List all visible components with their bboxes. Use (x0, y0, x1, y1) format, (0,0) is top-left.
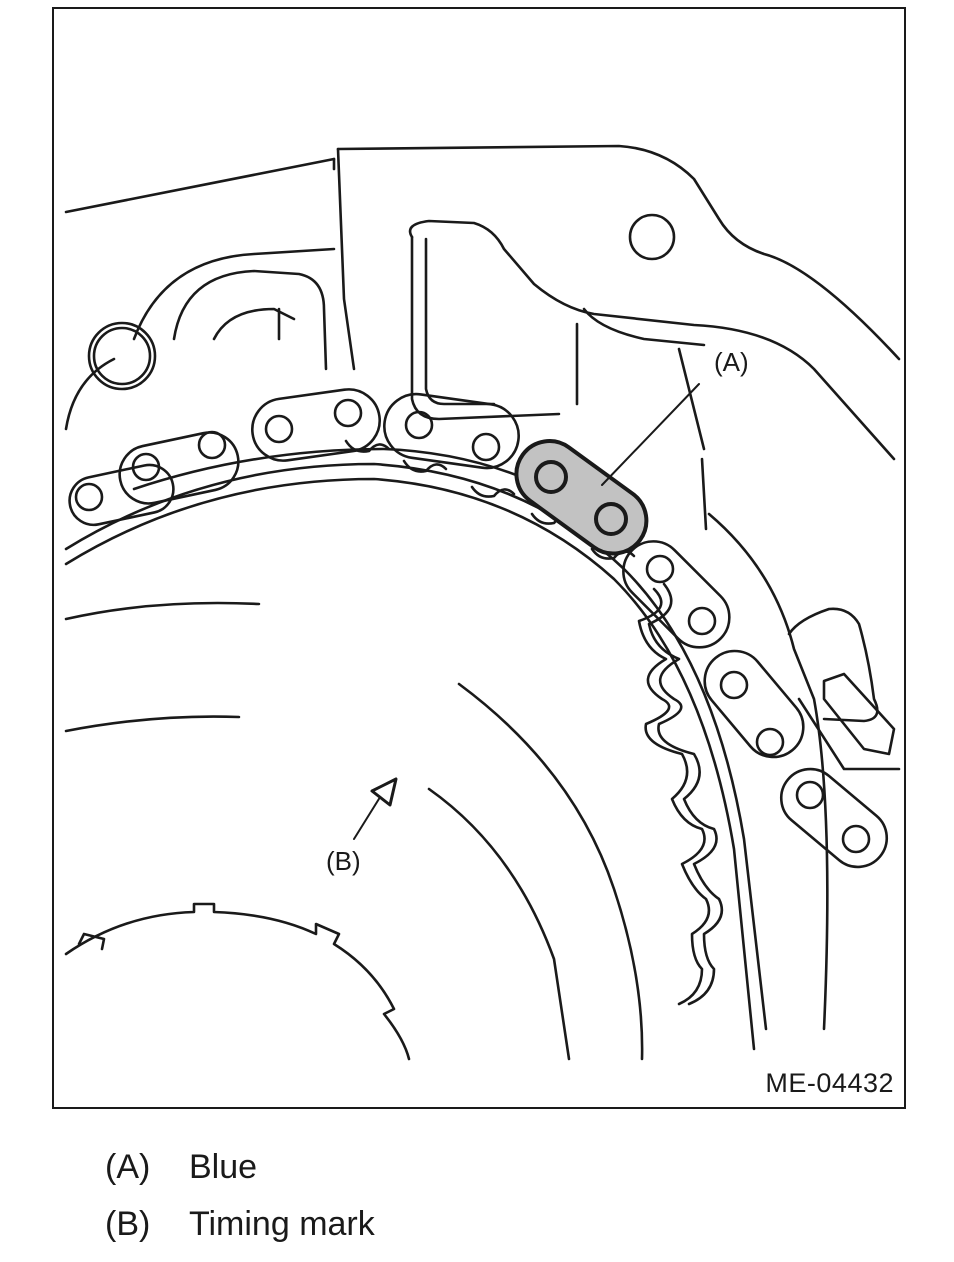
bolt-hole (628, 213, 676, 261)
timing-chain-diagram: (A) (B) ME-04432 (52, 7, 906, 1109)
sprocket-ring (64, 601, 261, 621)
chain-pin (197, 430, 227, 460)
sprocket-teeth (637, 587, 711, 1006)
chain-link (68, 463, 175, 527)
chain-pin (131, 452, 161, 482)
legend-text: Timing mark (189, 1205, 375, 1243)
callout-b-label: (B) (326, 846, 361, 876)
chain-guide (707, 512, 829, 1031)
callout-b-leader (353, 793, 383, 840)
tensioner-bracket (410, 235, 561, 421)
chain-pin (687, 606, 717, 636)
housing-outline (212, 307, 296, 341)
chain-link (118, 431, 240, 505)
legend-text: Blue (189, 1148, 258, 1186)
sprocket-outer-ring (64, 477, 756, 1051)
chain-pin (795, 780, 825, 810)
housing-outline (64, 357, 116, 431)
callout-a-leader (601, 383, 700, 486)
chain-pin (755, 727, 785, 757)
housing-outline (336, 147, 356, 371)
tensioner-bracket (408, 219, 896, 461)
housing-outline (336, 144, 901, 361)
timing-mark-arrow (370, 777, 398, 807)
hub-outline (64, 902, 411, 1061)
blue-chain-link (514, 439, 649, 556)
chain-link (383, 392, 520, 470)
chain-pin (74, 482, 104, 512)
timing-chain (68, 388, 889, 869)
housing-outline (64, 157, 336, 214)
chain-pin (841, 824, 871, 854)
chain-link (703, 649, 805, 759)
chain-pin (719, 670, 749, 700)
bolt-hole (92, 326, 152, 386)
sprocket-teeth (402, 459, 448, 473)
diagram-drawing (64, 144, 901, 1061)
bolt-hole (87, 321, 157, 391)
chain-pin (645, 554, 675, 584)
sprocket-outer-ring (64, 462, 768, 1031)
legend-item-b: (B) Timing mark (105, 1205, 375, 1262)
tensioner-bracket (424, 237, 496, 406)
sprocket-ring (64, 715, 241, 733)
chain-guide (797, 697, 901, 771)
chain-pin (333, 398, 363, 428)
sprocket-teeth (470, 485, 516, 498)
sprocket-teeth (344, 439, 391, 453)
blue-link-pin (534, 460, 568, 494)
chain-link (779, 767, 889, 869)
callout-a-label: (A) (714, 347, 749, 377)
chain-link (251, 388, 381, 462)
chain-guide (822, 672, 896, 756)
figure-id-label: ME-04432 (765, 1068, 894, 1098)
sprocket-ring (457, 682, 644, 1061)
housing-outline (132, 247, 336, 341)
hub-outline (77, 932, 106, 951)
housing-outline (172, 269, 328, 371)
chain-pin (471, 432, 501, 462)
tensioner-bracket (700, 457, 708, 531)
legend: (A) Blue (B) Timing mark (105, 1148, 375, 1262)
legend-key: (B) (105, 1205, 151, 1243)
tensioner-bracket (677, 347, 706, 451)
chain-pin (404, 410, 434, 440)
sprocket-ring (427, 787, 571, 1061)
blue-link-pin (594, 502, 628, 536)
sprocket-teeth (647, 582, 724, 1006)
tensioner-bracket (582, 307, 706, 347)
chain-pin (264, 414, 294, 444)
legend-key: (A) (105, 1148, 151, 1186)
legend-item-a: (A) Blue (105, 1148, 375, 1205)
